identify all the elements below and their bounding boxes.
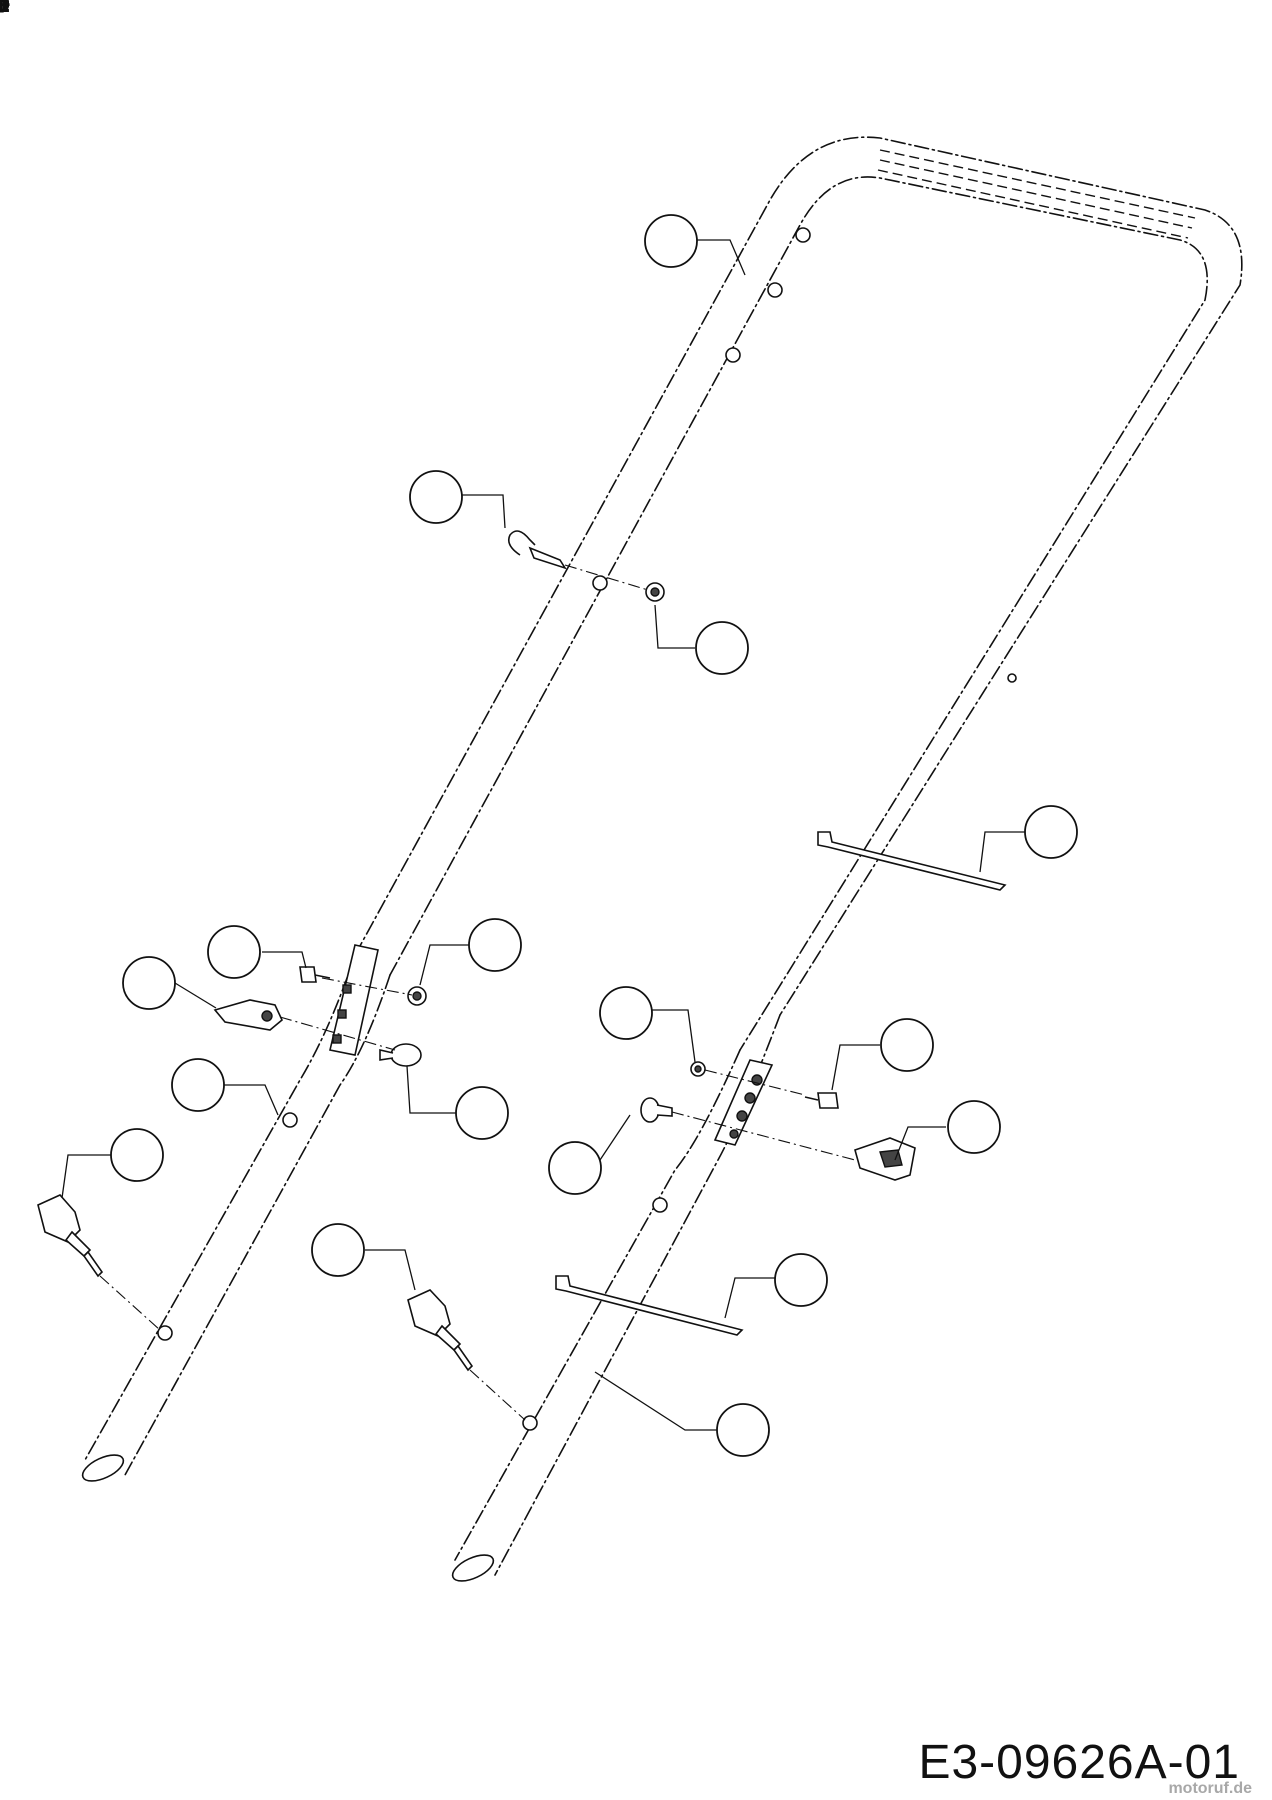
callout-8: 8 [0, 0, 225, 1112]
svg-text:9: 9 [0, 0, 11, 21]
bolt-icon [817, 1092, 839, 1109]
callout-5: 5 [0, 0, 164, 1182]
svg-text:2: 2 [0, 0, 11, 21]
callout-8: 8 [0, 0, 770, 1457]
svg-text:3: 3 [0, 0, 11, 21]
svg-text:8: 8 [0, 0, 11, 21]
rivet-icon [767, 282, 783, 298]
cable-tie-icon [555, 1275, 744, 1336]
callout-3: 3 [0, 0, 749, 675]
svg-text:1: 1 [0, 0, 11, 21]
cable-tie-icon [817, 831, 1007, 891]
rivet-icon [795, 227, 811, 243]
rivet-icon [1007, 673, 1017, 683]
rivet-icon [725, 347, 741, 363]
callout-6: 6 [0, 0, 1078, 859]
rivet-icon [282, 1112, 298, 1128]
svg-text:3: 3 [0, 0, 11, 21]
svg-text:7: 7 [0, 0, 11, 21]
callout-1: 1 [0, 0, 509, 1140]
rivet-icon [592, 575, 608, 591]
svg-text:6: 6 [0, 0, 11, 21]
clamp-knob-left [37, 1194, 161, 1331]
callout-4: 4 [0, 0, 176, 1010]
callout-1: 1 [0, 0, 602, 1195]
rivet-icon [157, 1325, 173, 1341]
knob-icon [213, 999, 283, 1031]
callout-3: 3 [0, 0, 653, 1040]
svg-text:4: 4 [0, 0, 11, 21]
svg-text:3: 3 [0, 0, 11, 21]
callout-7: 7 [0, 0, 261, 979]
cable-tie-lower [555, 1275, 744, 1336]
carriage-bolt-icon [390, 1043, 422, 1067]
clamp-knob-icon [37, 1194, 81, 1243]
callout-2: 2 [0, 0, 463, 524]
callout-9: 9 [0, 0, 698, 268]
drawing-code: E3-09626A-01 [918, 1736, 1240, 1789]
svg-text:6: 6 [0, 0, 11, 21]
rivet-icon [522, 1415, 538, 1431]
svg-text:8: 8 [0, 0, 11, 21]
cable-tie-upper [817, 831, 1007, 891]
callout-4: 4 [0, 0, 1001, 1154]
callout-3: 3 [0, 0, 522, 972]
leader-lines [61, 239, 1025, 1431]
callout-5: 5 [0, 0, 365, 1277]
svg-text:5: 5 [0, 0, 11, 21]
callout-7: 7 [0, 0, 934, 1072]
upper-handle [354, 136, 1243, 1051]
clamp-knob-icon [407, 1289, 451, 1337]
hook-icon [507, 530, 536, 556]
clamp-knob-right [407, 1289, 526, 1421]
svg-text:1: 1 [0, 0, 11, 21]
cable-hook-assembly [507, 530, 665, 602]
left-hinge-assembly [213, 944, 427, 1067]
callout-6: 6 [0, 0, 828, 1307]
svg-text:4: 4 [0, 0, 11, 21]
svg-text:5: 5 [0, 0, 11, 21]
svg-text:7: 7 [0, 0, 11, 21]
rivet-icon [652, 1197, 668, 1213]
watermark-logo: motoruf.de [1168, 1780, 1252, 1797]
bolt-icon [299, 966, 317, 983]
carriage-bolt-icon [640, 1097, 660, 1123]
